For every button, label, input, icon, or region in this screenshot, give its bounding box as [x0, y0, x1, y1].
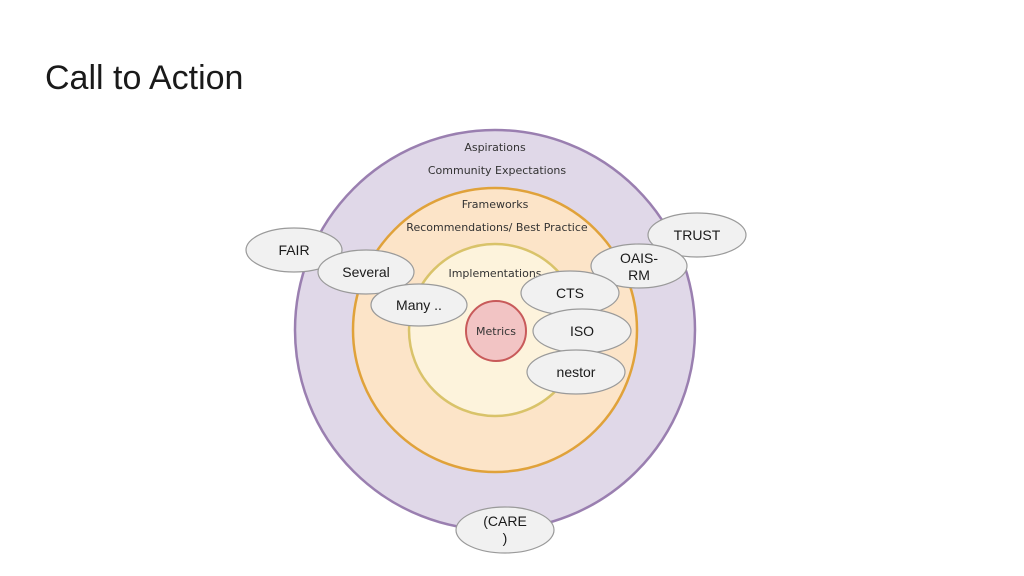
tag-trust-label: TRUST: [674, 227, 721, 243]
tag-fair: FAIR: [245, 227, 343, 273]
outer-ring-label-2: Community Expectations: [428, 164, 567, 177]
tag-care-label-2: ): [503, 530, 508, 546]
tag-many-label: Many ..: [396, 297, 442, 313]
tag-oais-label-2: RM: [628, 267, 650, 283]
tag-iso: ISO: [532, 308, 632, 354]
inner-ring-label: Implementations: [448, 267, 541, 280]
tag-cts-label: CTS: [556, 285, 584, 301]
outer-ring-label-1: Aspirations: [464, 141, 526, 154]
middle-ring-label-2: Recommendations/ Best Practice: [406, 221, 588, 234]
tag-trust: TRUST: [647, 212, 747, 258]
tag-oais-rm: OAIS- RM: [590, 243, 688, 289]
middle-ring-label-1: Frameworks: [462, 198, 529, 211]
tag-nestor: nestor: [526, 349, 626, 395]
core-label: Metrics: [476, 325, 516, 338]
tag-several: Several: [317, 249, 415, 295]
tag-iso-label: ISO: [570, 323, 594, 339]
tag-care-label-1: (CARE: [483, 513, 527, 529]
tag-nestor-label: nestor: [557, 364, 596, 380]
slide-title: Call to Action: [45, 59, 244, 97]
tag-care: (CARE ): [455, 506, 555, 554]
tag-many: Many ..: [370, 283, 468, 327]
tag-oais-label-1: OAIS-: [620, 250, 658, 266]
tag-cts: CTS: [520, 270, 620, 316]
core-circle-metrics: [465, 300, 527, 362]
tag-several-label: Several: [342, 264, 389, 280]
tag-fair-label: FAIR: [278, 242, 309, 258]
